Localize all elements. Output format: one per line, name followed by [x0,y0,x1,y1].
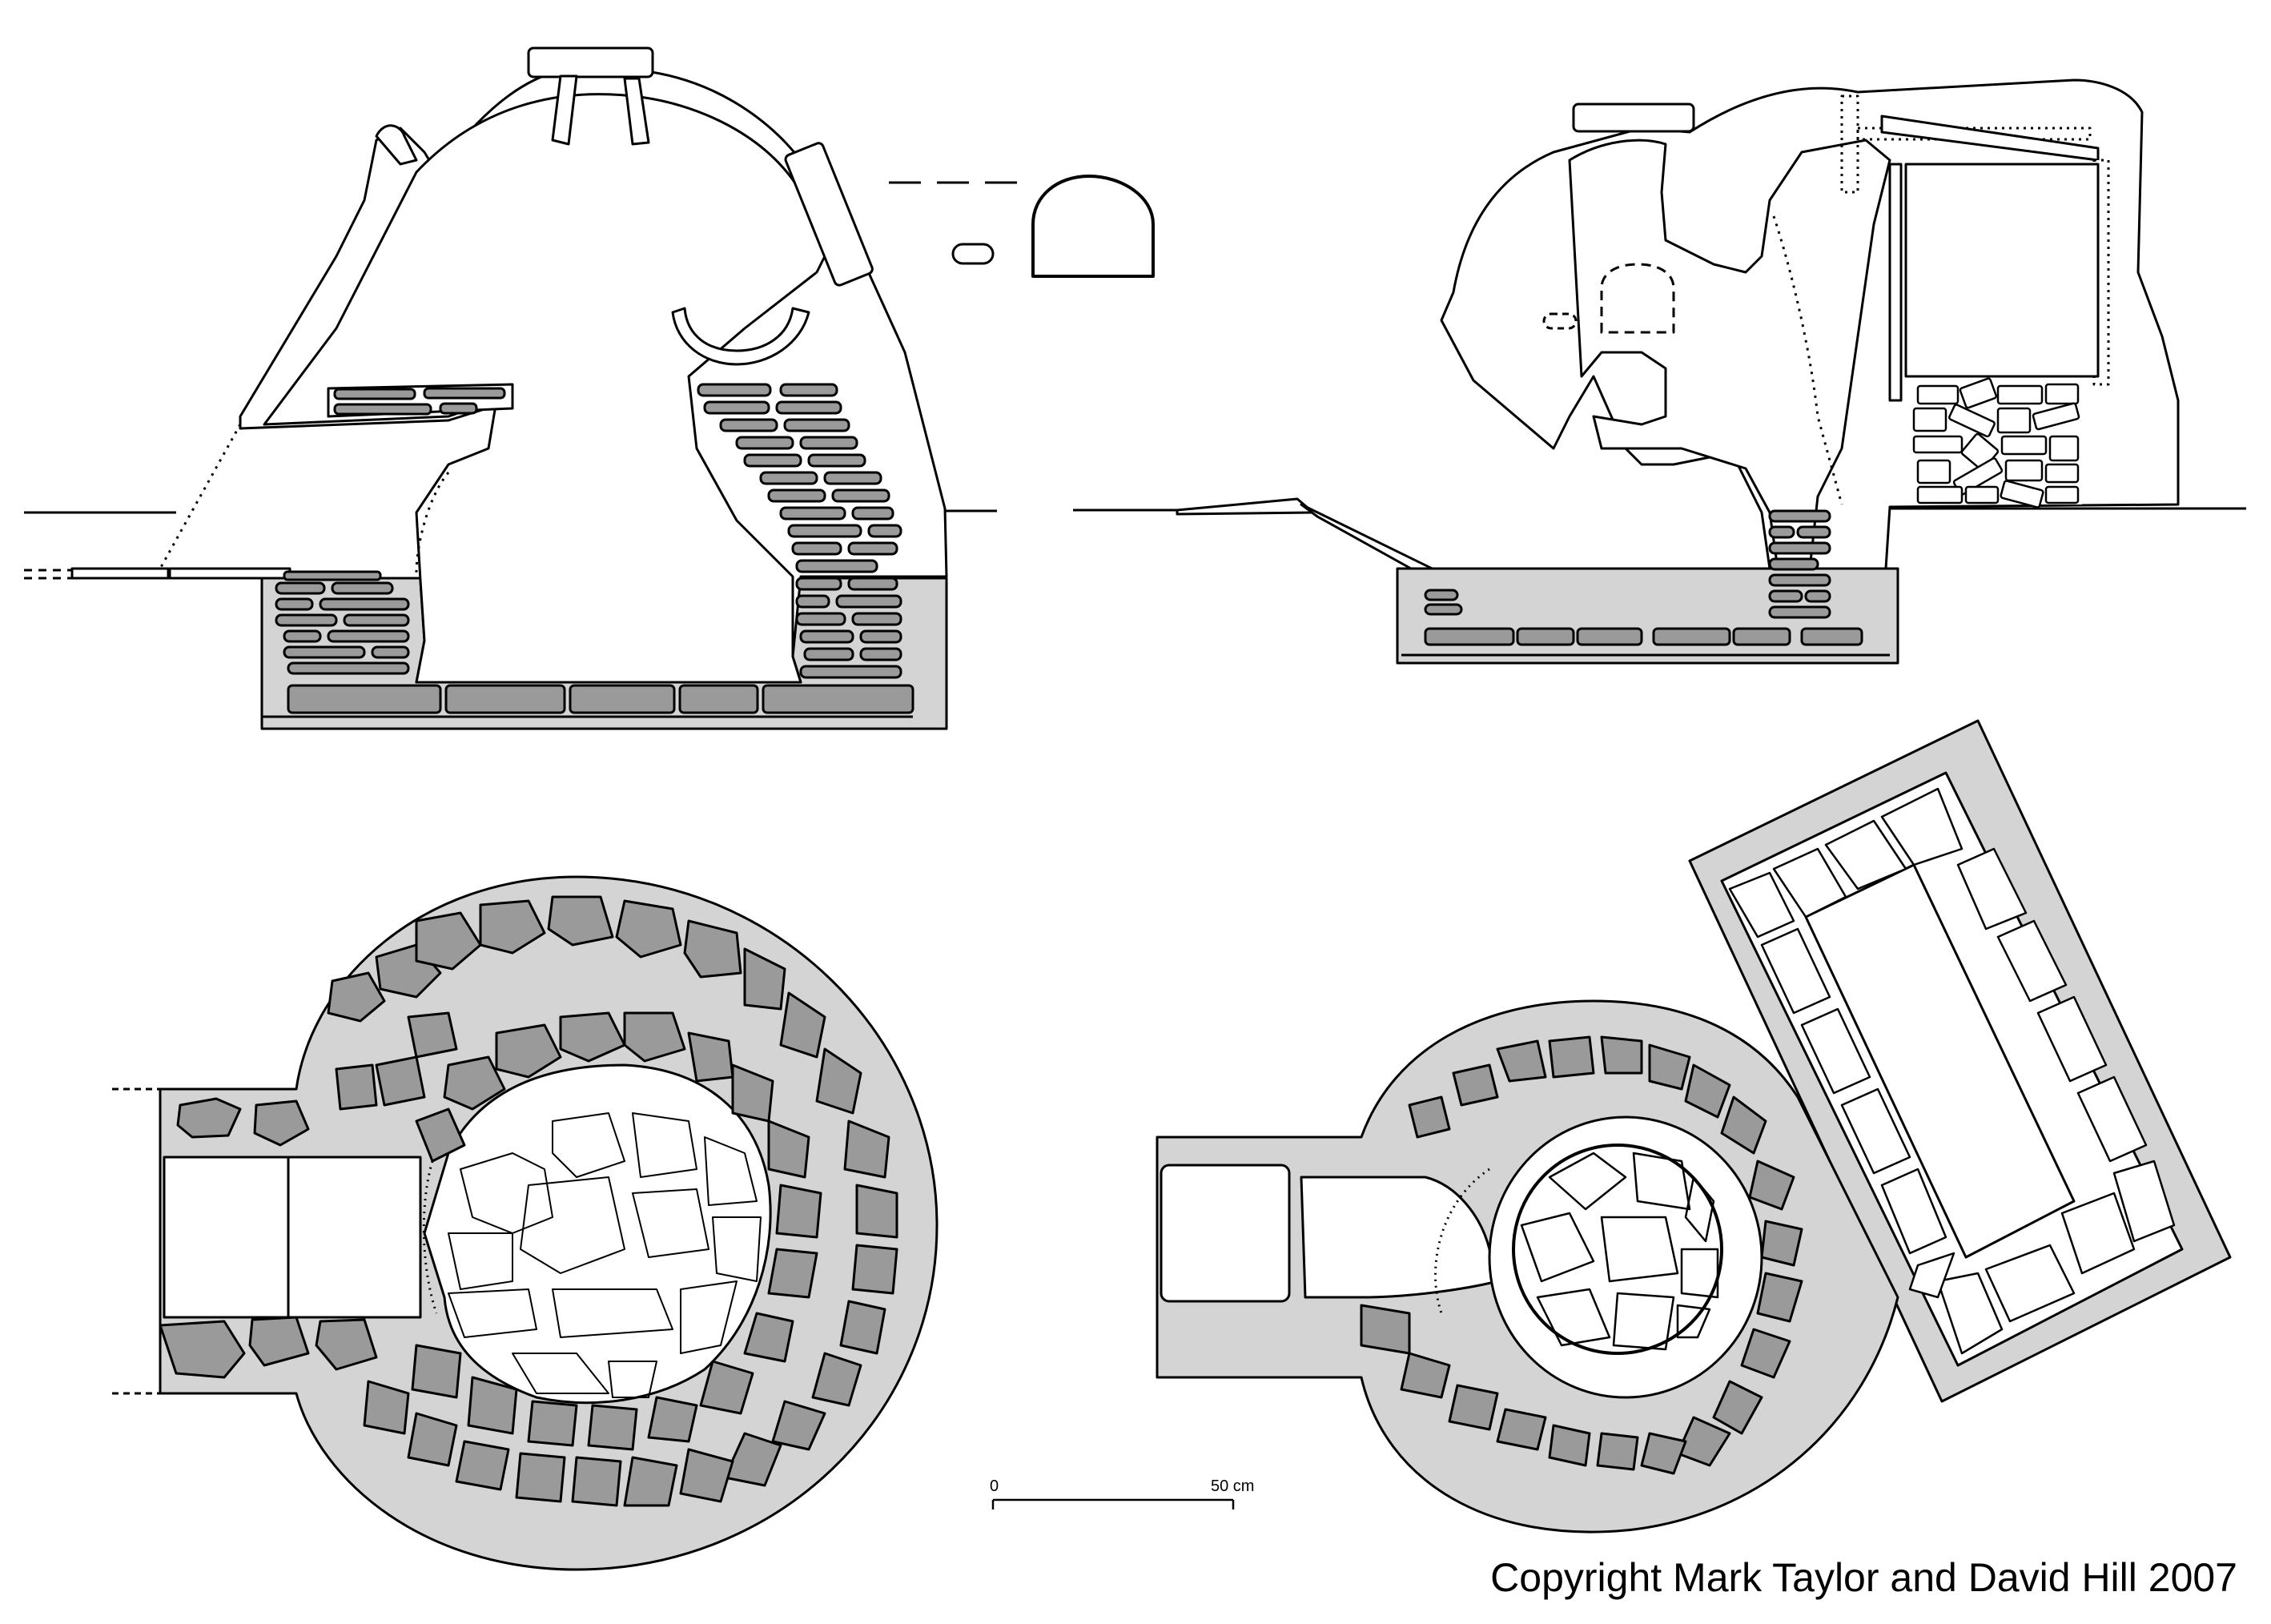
scale-end-label: 50 cm [1211,1477,1255,1495]
copyright-notice: Copyright Mark Taylor and David Hill 200… [1490,1555,2237,1600]
plan-1-floor-stones [448,1112,762,1398]
scale-start-label: 0 [990,1477,999,1495]
plan-2-stones [1360,1035,1803,1475]
plan-1-stones [159,895,898,1507]
plan-2-flue [1160,1164,1291,1303]
kiln-chamber [263,93,834,684]
flue-bricks [333,387,506,416]
kiln-1-section [24,46,1155,730]
plan-1-flue [163,1156,422,1319]
small-port [951,243,995,265]
firewood-pile [1912,377,2082,509]
plan-2-floor-stones [1520,1152,1719,1351]
kiln-2-plan [1156,719,2232,1534]
scale-bar [991,1498,1235,1509]
kiln-2-section [1073,78,2246,665]
plan-2-hearth [1512,1144,1723,1355]
firebox-floor-slab [1804,863,2076,1259]
left-wall-bricks [275,570,410,675]
floor-slabs [287,684,914,714]
kiln-2-chamber [1568,139,1891,570]
kiln-2-bricks [1424,509,1863,646]
arched-opening [1031,175,1155,278]
right-wall-bricks [697,383,902,679]
firebox-stones [1728,787,2176,1355]
kiln-1-plan [112,875,939,1571]
crucible-icon [671,307,810,366]
